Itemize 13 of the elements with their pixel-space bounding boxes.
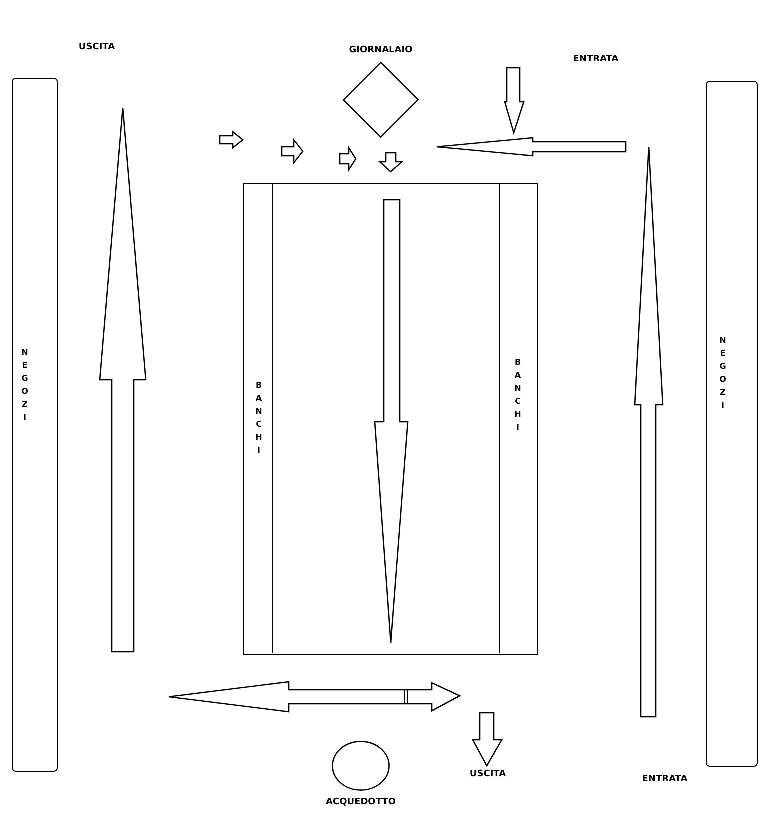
rectangle: [243, 183, 538, 655]
shape-label: ACQUEDOTTO: [326, 798, 396, 808]
shape-label: GIORNALAIO: [349, 46, 413, 56]
rounded-rectangle: [12, 78, 58, 772]
area-label: ENTRATA: [573, 54, 619, 66]
vertical-label: NEGOZI: [718, 336, 728, 414]
vertical-label: BANCHI: [254, 381, 264, 459]
vertical-label: NEGOZI: [20, 348, 30, 426]
area-label: USCITA: [470, 770, 506, 780]
area-label: USCITA: [78, 42, 116, 54]
rounded-rectangle: [706, 81, 758, 767]
vertical-label: BANCHI: [514, 358, 522, 436]
area-label: ENTRATA: [642, 774, 688, 786]
